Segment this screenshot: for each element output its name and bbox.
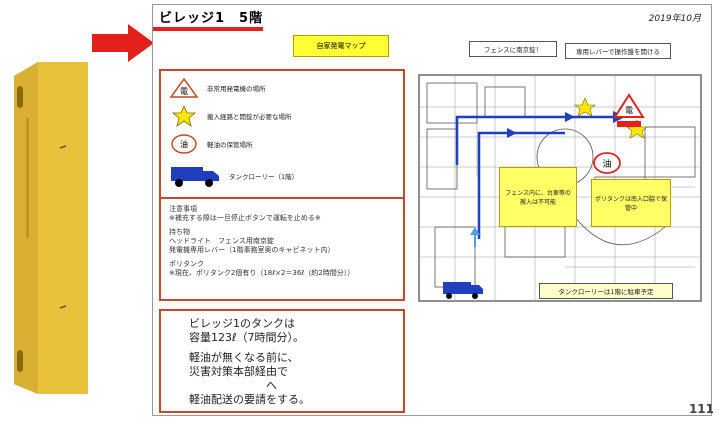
svg-text:油: 油 xyxy=(180,139,188,149)
map-label: 自家発電マップ xyxy=(293,35,389,57)
tank-line: 災害対策本部経由で xyxy=(189,365,288,378)
tank-line: へ xyxy=(189,379,277,392)
page-title: ビレッジ1 5階 xyxy=(159,11,264,26)
oil-symbol: 油 xyxy=(602,158,611,170)
generator-symbol: 電 xyxy=(625,106,633,115)
floor-plan-drawing: 電 油 xyxy=(418,74,702,302)
legend-label: 搬入経路と開錠が必要な場所 xyxy=(207,113,292,121)
oil-icon: 油 xyxy=(171,134,197,154)
callout-fence-inside: フェンス内に、台車等の搬入は不可能 xyxy=(499,167,577,227)
map-document: ビレッジ1 5階 2019年10月 自家発電マップ 電 非常用発電機の場所 搬入… xyxy=(152,4,712,416)
notes-line: 発電機専用レバー（1階事務室奥のキャビネット内） xyxy=(169,246,335,254)
callout-fence-lock: フェンスに南京錠！ xyxy=(469,41,557,57)
notes-panel: 注意事項 ※補充する際は一旦停止ボタンで運転を止める※ 持ち物 ヘッドライト フ… xyxy=(159,197,405,301)
binder-image xyxy=(14,62,88,394)
star-icon xyxy=(171,105,197,127)
tank-panel: ビレッジ1のタンクは 容量123ℓ（7時間分）。 軽油が無くなる前に、 災害対策… xyxy=(159,309,405,413)
legend-panel: 電 非常用発電機の場所 搬入経路と開錠が必要な場所 油 軽油の保管場所 xyxy=(159,69,405,199)
legend-label: 非常用発電機の場所 xyxy=(207,85,266,93)
notes-line: 持ち物 xyxy=(169,228,190,236)
callout-lever: 専用レバーで操作盤を開ける xyxy=(565,43,671,59)
callout-tanker: タンクローリーは1階に駐車予定 xyxy=(539,283,673,299)
legend-item-truck: タンクローリー（1階） xyxy=(169,163,298,189)
callout-poly-tank: ポリタンクは南入口脇で保管中 xyxy=(591,179,671,227)
document-date: 2019年10月 xyxy=(648,14,701,24)
tank-line: 容量123ℓ（7時間分）。 xyxy=(189,331,305,344)
legend-label: 軽油の保管場所 xyxy=(207,141,253,149)
notes-line: ヘッドライト フェンス用南京錠 xyxy=(169,237,274,245)
floor-plan: 電 油 フェンスに南京錠！ 専用レバーで操作盤を開ける フェンス内に、台車等の搬… xyxy=(415,41,707,307)
tank-line: 軽油が無くなる前に、 xyxy=(189,351,299,364)
tank-line: 軽油配送の要請をする。 xyxy=(189,393,310,406)
legend-label: タンクローリー（1階） xyxy=(229,173,299,181)
legend-item-generator: 電 非常用発電機の場所 xyxy=(169,77,266,99)
notes-line: 注意事項 xyxy=(169,205,197,213)
generator-icon: 電 xyxy=(169,77,199,98)
tank-line: ビレッジ1のタンクは xyxy=(189,317,295,330)
pointer-arrow xyxy=(92,24,154,62)
legend-item-oil: 油 軽油の保管場所 xyxy=(169,133,253,155)
svg-text:電: 電 xyxy=(180,87,188,96)
truck-icon xyxy=(171,167,219,187)
title-underline xyxy=(153,27,263,31)
legend-item-star: 搬入経路と開錠が必要な場所 xyxy=(169,105,292,127)
notes-line: ※補充する際は一旦停止ボタンで運転を止める※ xyxy=(169,214,321,222)
page-number: 111 xyxy=(688,402,714,416)
notes-line: ※現在、ポリタンク2個有り（18ℓ×2＝36ℓ（約2時間分）） xyxy=(169,269,355,277)
notes-line: ポリタンク xyxy=(169,260,204,268)
